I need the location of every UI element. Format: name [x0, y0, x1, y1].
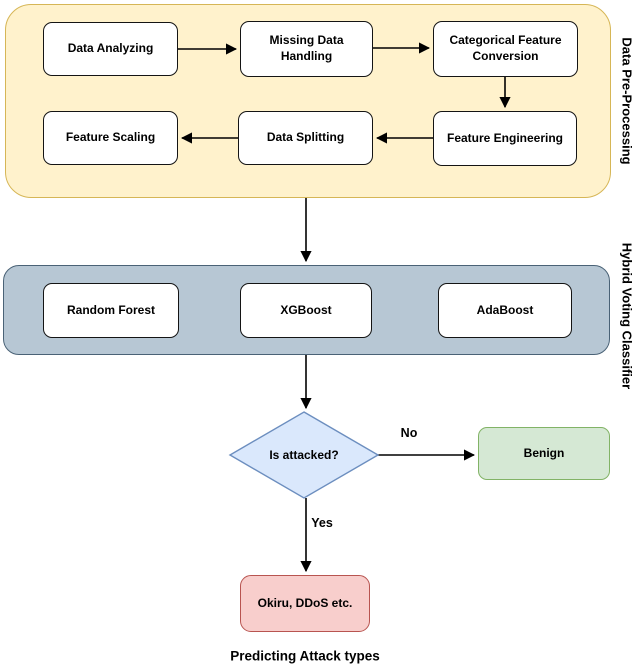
- node-xgboost: XGBoost: [240, 283, 372, 338]
- node-missing-data-handling: Missing Data Handling: [240, 21, 373, 77]
- preprocessing-group-label: Data Pre-Processing: [619, 37, 635, 165]
- figure-caption: Predicting Attack types: [230, 648, 380, 664]
- decision-label: Is attacked?: [269, 448, 339, 462]
- node-data-splitting: Data Splitting: [238, 111, 373, 165]
- node-categorical-feature-conversion: Categorical Feature Conversion: [433, 21, 578, 77]
- node-attack-types: Okiru, DDoS etc.: [240, 575, 370, 632]
- node-adaboost: AdaBoost: [438, 283, 572, 338]
- node-benign: Benign: [478, 427, 610, 480]
- node-random-forest: Random Forest: [43, 283, 179, 338]
- node-feature-scaling: Feature Scaling: [43, 111, 178, 165]
- edge-label-no: No: [400, 426, 418, 440]
- node-data-analyzing: Data Analyzing: [43, 22, 178, 76]
- node-feature-engineering: Feature Engineering: [433, 111, 577, 166]
- classifier-group-label: Hybrid Voting Classifier: [619, 242, 635, 390]
- edge-label-yes: Yes: [311, 516, 333, 530]
